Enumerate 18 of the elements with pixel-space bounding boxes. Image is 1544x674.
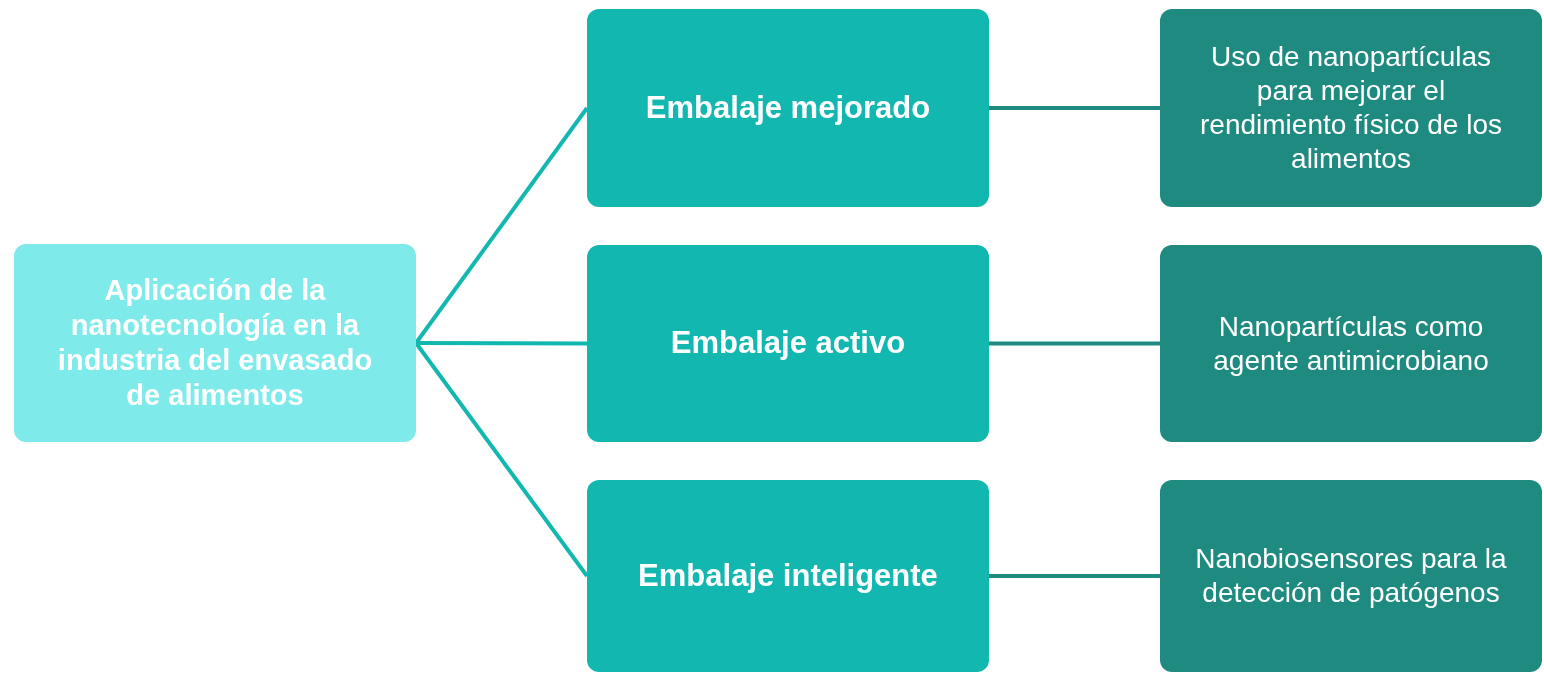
node-text: Embalaje inteligente	[638, 556, 938, 595]
node-text: Nanobiosensores para la detección de patógenos	[1194, 542, 1508, 610]
connector-line	[989, 341, 1160, 346]
description-box	[1160, 245, 1542, 442]
connector-line	[989, 574, 1160, 578]
connector-line	[989, 106, 1160, 110]
category-box	[587, 480, 989, 672]
connector-line	[416, 341, 587, 346]
node-text: Embalaje activo	[670, 324, 906, 363]
node-text: Nanopartículas como agente antimicrobiano	[1212, 309, 1490, 378]
node-text: Uso de nanopartículas para mejorar el rendimiento físico de los alimentos	[1199, 40, 1503, 176]
node-text: Aplicación de la nanotecnología en la industria del envasado de alimentos	[56, 273, 374, 413]
node-text: Embalaje mejorado	[645, 88, 931, 127]
category-box	[587, 9, 989, 207]
category-box	[587, 245, 989, 442]
topic-box	[14, 244, 416, 442]
description-box	[1160, 9, 1542, 207]
description-box	[1160, 480, 1542, 672]
